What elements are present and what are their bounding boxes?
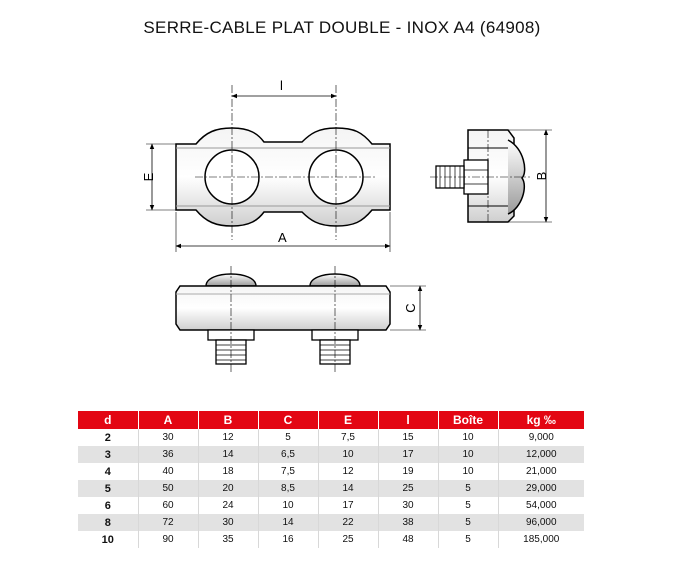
table-cell: 21,000: [525, 466, 557, 477]
label-e: E: [141, 172, 156, 181]
table-cell: 30: [378, 497, 439, 514]
table-cell: 14: [198, 446, 259, 463]
table-cell: 20: [198, 480, 259, 497]
table-row: 3 36 14 6,5 10 17 10 12,000: [78, 446, 584, 463]
header-kg: kg ‰: [498, 411, 584, 429]
table-cell: 12,000: [498, 446, 584, 463]
table-cell: 24: [198, 497, 259, 514]
table-cell: 17: [378, 446, 439, 463]
table-cell: 25: [318, 531, 379, 548]
table-cell: 35: [198, 531, 259, 548]
table-cell: 12: [318, 463, 379, 480]
table-row: 2 30 12 5 7,5 15 10 9,000: [78, 429, 584, 446]
table-cell: 6: [78, 497, 139, 514]
table-cell: 90: [138, 531, 199, 548]
table-cell: 50: [138, 480, 199, 497]
header-a: A: [138, 411, 199, 429]
table-cell: 10: [438, 446, 499, 463]
header-e: E: [318, 411, 379, 429]
table-cell: 5: [258, 429, 319, 446]
table-row: 4 40 18 7,5 12 19 10 21,000: [78, 463, 584, 480]
header-b: B: [198, 411, 259, 429]
table-cell: 7,5: [318, 429, 379, 446]
table-cell: 12: [198, 429, 259, 446]
header-l: l: [378, 411, 439, 429]
header-d: d: [78, 411, 139, 429]
dimension-b: B: [508, 129, 552, 223]
dimension-c: C: [390, 285, 426, 331]
table-cell: 22: [318, 514, 379, 531]
table-cell: 2: [78, 429, 139, 446]
label-a: A: [278, 230, 287, 245]
dimension-l: l: [231, 78, 337, 99]
dimension-a: A: [175, 212, 391, 252]
table-cell: 7,5: [258, 463, 319, 480]
label-c: C: [403, 303, 418, 312]
table-cell: 8: [78, 514, 139, 531]
table-cell: 9,000: [528, 432, 554, 443]
table-cell: 185,000: [523, 534, 560, 545]
table-cell: 5: [78, 480, 139, 497]
table-cell: 5: [438, 531, 499, 548]
table-cell: 5: [438, 480, 499, 497]
table-cell: 29,000: [498, 480, 584, 497]
table-cell: 5: [438, 514, 499, 531]
table-cell: 10: [318, 446, 379, 463]
technical-drawing: l E A B: [141, 78, 552, 372]
table-cell: 72: [138, 514, 199, 531]
table-cell: 17: [318, 497, 379, 514]
label-b: B: [534, 172, 549, 181]
dimension-e: E: [141, 143, 176, 211]
table-cell: 60: [138, 497, 199, 514]
label-l: l: [280, 78, 283, 93]
table-cell: 54,000: [525, 500, 557, 511]
end-view: [430, 129, 530, 224]
table-row: 6 60 24 10 17 30 5 54,000: [78, 497, 584, 514]
page-title: SERRE-CABLE PLAT DOUBLE - INOX A4 (64908…: [143, 18, 541, 37]
table-row: 10 90 35 16 25 48 5 185,000: [78, 531, 584, 548]
table-cell: 48: [378, 531, 439, 548]
table-cell: 15: [378, 429, 439, 446]
front-view: [175, 266, 391, 372]
table-cell: 3: [78, 446, 139, 463]
table-cell: 10: [438, 429, 499, 446]
header-boite: Boîte: [438, 411, 499, 429]
table-cell: 30: [138, 429, 199, 446]
header-c: C: [258, 411, 319, 429]
spec-table: d A B C E l Boîte kg ‰ 2 30 12 5 7,5 15 …: [78, 411, 584, 548]
table-cell: 8,5: [258, 480, 319, 497]
table-cell: 19: [378, 463, 439, 480]
table-row: 5 50 20 8,5 14 25 5 29,000: [78, 480, 584, 497]
table-cell: 40: [138, 463, 199, 480]
table-cell: 10: [438, 463, 499, 480]
table-cell: 10: [258, 497, 319, 514]
table-cell: 6,5: [258, 446, 319, 463]
table-cell: 14: [318, 480, 379, 497]
table-cell: 96,000: [498, 514, 584, 531]
table-cell: 14: [258, 514, 319, 531]
table-cell: 4: [78, 463, 139, 480]
table-cell: 38: [378, 514, 439, 531]
top-view: [175, 85, 391, 240]
table-cell: 16: [258, 531, 319, 548]
table-cell: 36: [138, 446, 199, 463]
table-cell: 5: [438, 497, 499, 514]
table-cell: 18: [198, 463, 259, 480]
table-header-row: d A B C E l Boîte kg ‰: [78, 411, 584, 429]
table-cell: 30: [198, 514, 259, 531]
table-cell: 10: [78, 531, 139, 548]
table-cell: 25: [378, 480, 439, 497]
table-row: 8 72 30 14 22 38 5 96,000: [78, 514, 584, 531]
